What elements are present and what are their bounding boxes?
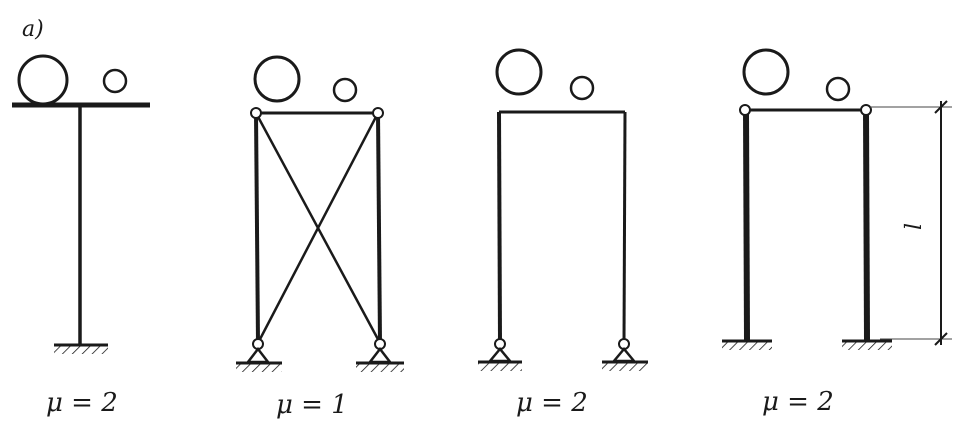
mu-label-4: μ = 2 bbox=[762, 387, 834, 417]
ground-hatch-right-4 bbox=[842, 342, 892, 350]
load-small-2 bbox=[332, 77, 358, 103]
pin-support-left-3 bbox=[487, 347, 513, 363]
dimension-tick-bottom bbox=[934, 332, 948, 346]
scheme-3: μ = 2 bbox=[478, 48, 648, 418]
ground-hatch-1 bbox=[54, 346, 108, 354]
pin-support-right-3 bbox=[611, 347, 637, 363]
mu-label-2: μ = 1 bbox=[276, 390, 348, 420]
pin-support-left-2 bbox=[245, 346, 271, 364]
scheme-2: μ = 1 bbox=[236, 55, 404, 420]
load-small-4 bbox=[825, 76, 851, 102]
load-large-4 bbox=[742, 48, 790, 96]
left-column-2 bbox=[254, 112, 260, 344]
ground-hatch-left-3 bbox=[478, 363, 522, 371]
load-small-3 bbox=[569, 75, 595, 101]
load-small-1 bbox=[102, 68, 128, 94]
left-column-3 bbox=[497, 111, 502, 343]
mu-label-1: μ = 2 bbox=[46, 388, 118, 418]
load-large-2 bbox=[253, 55, 301, 103]
pin-support-right-2 bbox=[367, 346, 393, 364]
right-column-3 bbox=[622, 111, 627, 343]
right-column-4 bbox=[863, 109, 870, 341]
mu-label-3: μ = 2 bbox=[516, 388, 588, 418]
hinge-top-right-4 bbox=[860, 104, 872, 116]
load-large-1 bbox=[17, 54, 69, 106]
load-large-3 bbox=[495, 48, 543, 96]
scheme-1: μ = 2 bbox=[12, 54, 150, 418]
figure-label: а) bbox=[22, 17, 44, 42]
hinge-top-right-2 bbox=[372, 107, 384, 119]
left-column-4 bbox=[743, 109, 750, 341]
ground-hatch-right-2 bbox=[356, 364, 404, 372]
ground-hatch-left-2 bbox=[236, 364, 282, 372]
scheme-4: l μ = 2 bbox=[722, 48, 952, 417]
diagonal-brace-b bbox=[256, 112, 380, 344]
hinge-top-left-4 bbox=[739, 104, 751, 116]
dimension-label: l bbox=[902, 223, 927, 230]
ground-hatch-right-3 bbox=[602, 363, 648, 371]
dimension-tick-top bbox=[934, 100, 948, 114]
ground-hatch-left-4 bbox=[722, 342, 772, 350]
right-column-2 bbox=[376, 112, 382, 344]
hinge-top-left-2 bbox=[250, 107, 262, 119]
